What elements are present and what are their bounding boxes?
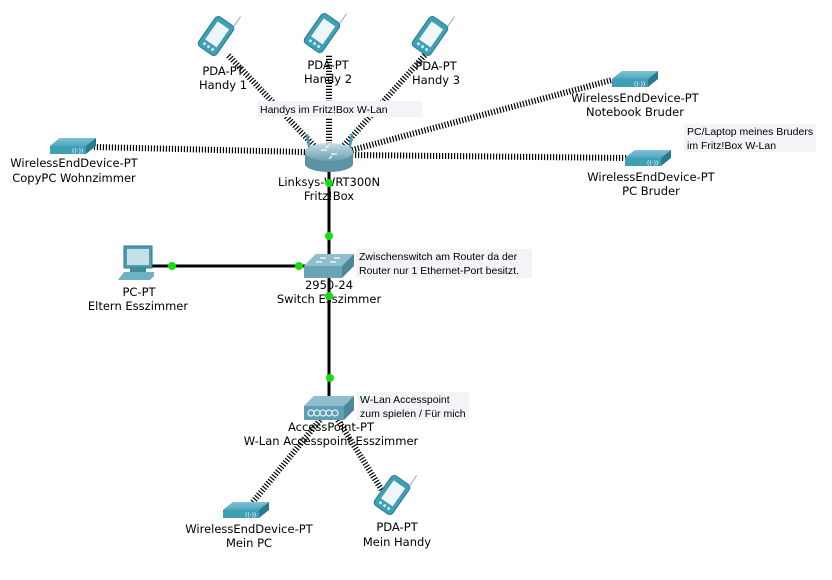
device-name: Handy 1	[199, 78, 247, 92]
device-model: AccessPoint-PT	[288, 420, 375, 434]
device-name: Handy 2	[304, 72, 352, 86]
wireless-link-meinhandy[interactable]	[335, 418, 391, 502]
device-model: PDA-PT	[415, 59, 457, 73]
wireless-end-device-icon: ((·))	[625, 150, 671, 167]
access-point-icon	[304, 396, 354, 420]
wireless-link-copypc[interactable]	[93, 144, 306, 155]
svg-text:((·)): ((·))	[647, 160, 658, 167]
device-name: PC Bruder	[622, 184, 680, 198]
device-eltern[interactable]: PC-PT Eltern Esszimmer	[88, 245, 188, 313]
device-copypc[interactable]: ((·)) WirelessEndDevice-PT CopyPC Wohnzi…	[10, 138, 139, 185]
pc-icon	[118, 245, 154, 280]
pda-icon	[411, 16, 455, 56]
device-model: PC-PT	[122, 285, 156, 299]
device-name: Handy 3	[412, 73, 460, 87]
device-router[interactable]: Linksys-WRT300N Fritz!Box	[278, 133, 380, 203]
device-pcbruder[interactable]: ((·)) WirelessEndDevice-PT PC Bruder	[587, 150, 716, 198]
device-name: Eltern Esszimmer	[88, 299, 188, 313]
device-model: PDA-PT	[307, 58, 349, 72]
device-model: 2950-24	[305, 278, 353, 292]
port-status-indicators	[168, 179, 334, 382]
note-switch[interactable]: Zwischenswitch am Router da der Router n…	[356, 249, 532, 278]
pda-icon	[303, 13, 347, 53]
wireless-end-device-icon: ((·))	[50, 138, 96, 155]
device-model: WirelessEndDevice-PT	[571, 91, 699, 105]
device-handy1[interactable]: PDA-PT Handy 1	[197, 5, 247, 92]
port-status-dot	[295, 262, 303, 270]
device-meinhandy[interactable]: PDA-PT Mein Handy	[363, 464, 431, 549]
svg-text:((·)): ((·))	[72, 148, 83, 155]
svg-text:((·)): ((·))	[634, 81, 645, 88]
device-name: Mein Handy	[363, 535, 431, 549]
pda-icon	[197, 16, 241, 56]
note-switch-line-1: Zwischenswitch am Router da der	[359, 251, 518, 263]
device-model: PDA-PT	[376, 520, 418, 534]
svg-text:((·)): ((·))	[245, 512, 256, 519]
device-name: CopyPC Wohnzimmer	[12, 171, 136, 185]
wireless-link-meinpc[interactable]	[245, 418, 323, 510]
device-name: Mein PC	[226, 536, 272, 550]
switch-icon	[304, 254, 354, 278]
note-ap-line-1: W-Lan Accesspoint	[360, 394, 450, 406]
wireless-router-icon	[305, 133, 354, 172]
device-model: WirelessEndDevice-PT	[10, 156, 138, 170]
port-status-dot	[325, 232, 333, 240]
device-model: PDA-PT	[202, 64, 244, 78]
note-bruder[interactable]: PC/Laptop meines Bruders im Fritz!Box W-…	[684, 124, 816, 152]
device-notebook[interactable]: ((·)) WirelessEndDevice-PT Notebook Brud…	[571, 71, 700, 119]
device-name: Fritz!Box	[304, 189, 354, 203]
device-name: W-Lan Accesspoint Esszimmer	[244, 434, 419, 448]
wireless-link-handy1[interactable]	[225, 52, 321, 153]
note-handys[interactable]: Handys im Fritz!Box W-Lan	[257, 101, 422, 117]
port-status-dot	[325, 292, 333, 300]
device-name: Notebook Bruder	[586, 105, 684, 119]
wireless-end-device-icon: ((·))	[612, 71, 658, 88]
note-switch-line-2: Router nur 1 Ethernet-Port besitzt.	[359, 265, 519, 277]
note-ap-line-2: zum spielen / Für mich	[360, 408, 466, 420]
pda-icon	[373, 475, 417, 515]
port-status-dot	[326, 374, 334, 382]
note-ap[interactable]: W-Lan Accesspoint zum spielen / Für mich	[357, 392, 469, 420]
wireless-link-pcbruder[interactable]	[351, 152, 629, 161]
device-model: WirelessEndDevice-PT	[587, 170, 715, 184]
device-handy3[interactable]: PDA-PT Handy 3	[411, 5, 460, 87]
port-status-dot	[168, 262, 176, 270]
device-handy2[interactable]: PDA-PT Handy 2	[303, 2, 352, 86]
wireless-end-device-icon: ((·))	[223, 502, 269, 519]
device-model: WirelessEndDevice-PT	[185, 522, 313, 536]
device-ap[interactable]: AccessPoint-PT W-Lan Accesspoint Esszimm…	[244, 396, 419, 448]
note-bruder-line-1: PC/Laptop meines Bruders	[687, 126, 813, 138]
note-bruder-line-2: im Fritz!Box W-Lan	[687, 140, 776, 152]
port-status-dot	[325, 179, 333, 187]
note-handys-line-1: Handys im Fritz!Box W-Lan	[260, 104, 388, 116]
ethernet-links	[150, 168, 331, 400]
device-meinpc[interactable]: ((·)) WirelessEndDevice-PT Mein PC	[185, 502, 314, 550]
